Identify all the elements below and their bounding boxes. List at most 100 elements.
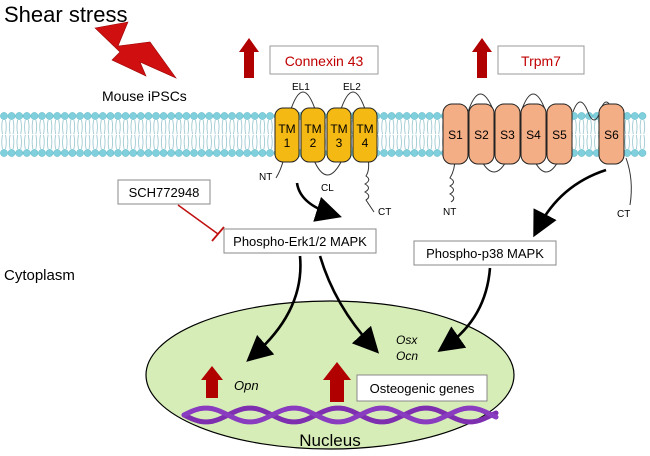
lipid-head [410, 112, 419, 120]
lipid-head [136, 149, 145, 157]
lipid-head [228, 149, 236, 157]
lipid-head [45, 112, 54, 120]
erk-label: Phospho-Erk1/2 MAPK [233, 234, 367, 249]
p38-to-osteogenic-arrow [437, 267, 492, 352]
lipid-head [243, 112, 252, 120]
erk-box [223, 228, 377, 254]
lipid-head [68, 149, 77, 157]
lipid-head [266, 112, 274, 120]
lipid-head [38, 112, 46, 120]
lipid-head [136, 112, 145, 120]
lipid-head [182, 112, 191, 120]
trpm7-ct-label: CT [617, 209, 630, 220]
lipid-head [91, 112, 100, 120]
lipid-head [114, 112, 122, 120]
lipid-head [53, 112, 62, 120]
lipid-head [182, 149, 191, 157]
lipid-head [243, 149, 252, 157]
lipid-head [395, 112, 404, 120]
lipid-head [212, 149, 221, 157]
lipid-head [190, 149, 198, 157]
lipid-head [53, 149, 62, 157]
lipid-head [98, 112, 107, 120]
lightning-bolt-icon [94, 21, 177, 79]
connexin43-label: Connexin 43 [285, 53, 364, 69]
connexin-tm-label: TM [330, 122, 347, 136]
lipid-head [45, 149, 54, 157]
lipid-head [7, 112, 16, 120]
trpm7-segment-s4 [520, 103, 547, 165]
sch772948-box [117, 179, 211, 205]
erk-to-osteogenic-arrow [318, 255, 380, 354]
lipid-head [68, 112, 77, 120]
connexin-tm-label: TM [278, 122, 295, 136]
lipid-head [387, 112, 396, 120]
lipid-head [197, 112, 206, 120]
lipid-head [380, 112, 388, 120]
lipid-head [585, 149, 594, 157]
lipid-head [258, 149, 267, 157]
lipid-head [220, 112, 229, 120]
trpm7-segment-s3 [494, 103, 521, 165]
lipid-head [167, 149, 176, 157]
trpm7-segment-s5 [546, 103, 573, 165]
connexin-tm-1 [274, 107, 300, 163]
connexin43-label-box [269, 45, 379, 75]
osx-label: Osx [396, 333, 418, 347]
trpm7-to-p38-arrow [533, 168, 607, 238]
connexin-ct-label: CT [378, 207, 391, 218]
connexin-tm-2 [300, 107, 326, 163]
connexin-nt-label: NT [259, 172, 272, 183]
lipid-head [159, 149, 168, 157]
lipid-head [0, 149, 8, 157]
trpm7-segment-s6 [598, 103, 625, 165]
lipid-head [22, 149, 31, 157]
trpm7-label-box [497, 45, 585, 75]
opn-up-arrow-icon [201, 366, 223, 398]
connexin-cl-label: CL [321, 183, 334, 194]
lipid-head [129, 112, 138, 120]
lipid-head [83, 149, 92, 157]
lipid-head [121, 112, 130, 120]
connexin-tm-number: 4 [362, 136, 369, 150]
lipid-head [220, 149, 229, 157]
lipid-head [623, 149, 632, 157]
osteogenic-up-arrow-icon [323, 362, 351, 402]
trpm7-up-arrow-icon [472, 38, 492, 78]
trpm7-segment-label: S3 [500, 128, 515, 142]
trpm7-segment-s2 [468, 103, 495, 165]
trpm7-segment-label: S6 [604, 128, 619, 142]
lipid-head [577, 149, 586, 157]
lipid-head [22, 112, 31, 120]
osteogenic-genes-box [356, 374, 488, 402]
lipid-head [623, 112, 632, 120]
connexin-el1-label: EL1 [292, 82, 310, 93]
lipid-head [38, 149, 46, 157]
lipid-head [152, 112, 160, 120]
p38-label: Phospho-p38 MAPK [426, 246, 544, 261]
lipid-head [638, 149, 647, 157]
lipid-head [205, 149, 214, 157]
lipid-head [266, 149, 274, 157]
lipid-head [76, 112, 84, 120]
p38-box [413, 240, 557, 266]
lipid-head [205, 112, 214, 120]
lipid-head [174, 149, 183, 157]
dna-strand [181, 405, 499, 425]
lipid-head [167, 112, 176, 120]
lipid-head [250, 112, 259, 120]
cytoplasm-label: Cytoplasm [4, 267, 75, 284]
lipid-head [410, 149, 419, 157]
lipid-head [387, 149, 396, 157]
lipid-head [15, 149, 24, 157]
lipid-head [129, 149, 138, 157]
ocn-label: Ocn [396, 349, 418, 363]
lipid-head [577, 112, 586, 120]
opn-label: Opn [234, 378, 259, 393]
lipid-head [83, 112, 92, 120]
trpm7-segment-label: S1 [448, 128, 463, 142]
trpm7-label: Trpm7 [521, 53, 561, 69]
connexin-tm-number: 3 [336, 136, 343, 150]
connexin-tm-label: TM [304, 122, 321, 136]
